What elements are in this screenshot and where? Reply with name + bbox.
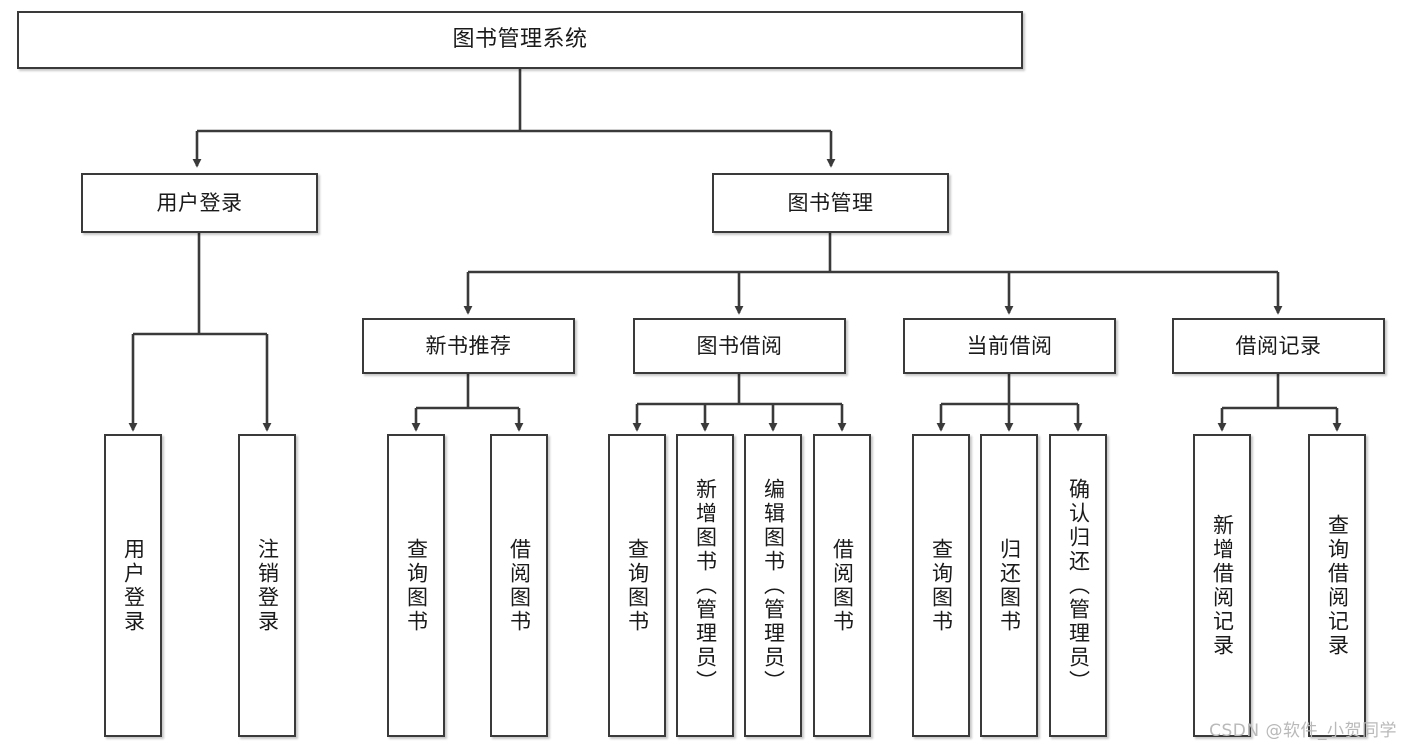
node-borrow-record-label: 借阅记录	[1235, 333, 1322, 358]
node-leaf-logout-label: 注销登录	[255, 537, 280, 634]
node-book-manage[interactable]: 图书管理	[712, 173, 949, 233]
node-leaf-add-record-label: 新增借阅记录	[1210, 513, 1235, 658]
node-book-borrow-label: 图书借阅	[696, 333, 783, 358]
node-leaf-user-login-label: 用户登录	[121, 537, 146, 634]
node-book-borrow[interactable]: 图书借阅	[633, 318, 846, 374]
node-leaf-confirm-return-label: 确认归还（管理员）	[1066, 477, 1091, 694]
node-user-login[interactable]: 用户登录	[81, 173, 318, 233]
node-new-book-recommend-label: 新书推荐	[425, 333, 512, 358]
node-current-borrow[interactable]: 当前借阅	[903, 318, 1116, 374]
node-leaf-query-book-2-label: 查询图书	[625, 537, 650, 634]
node-leaf-user-login[interactable]: 用户登录	[104, 434, 162, 737]
node-leaf-query-book-2[interactable]: 查询图书	[608, 434, 666, 737]
node-leaf-query-book-3-label: 查询图书	[929, 537, 954, 634]
node-book-manage-label: 图书管理	[787, 190, 874, 215]
node-leaf-confirm-return[interactable]: 确认归还（管理员）	[1049, 434, 1107, 737]
node-leaf-query-book-1-label: 查询图书	[404, 537, 429, 634]
node-leaf-return-book[interactable]: 归还图书	[980, 434, 1038, 737]
node-leaf-query-book-3[interactable]: 查询图书	[912, 434, 970, 737]
node-leaf-query-record-label: 查询借阅记录	[1325, 513, 1350, 658]
node-leaf-borrow-book-1[interactable]: 借阅图书	[490, 434, 548, 737]
node-user-login-label: 用户登录	[156, 190, 243, 215]
node-current-borrow-label: 当前借阅	[966, 333, 1053, 358]
node-leaf-borrow-book-2-label: 借阅图书	[830, 537, 855, 634]
node-leaf-add-book[interactable]: 新增图书（管理员）	[676, 434, 734, 737]
node-new-book-recommend[interactable]: 新书推荐	[362, 318, 575, 374]
node-root-label: 图书管理系统	[452, 27, 588, 53]
node-leaf-edit-book[interactable]: 编辑图书（管理员）	[744, 434, 802, 737]
node-root[interactable]: 图书管理系统	[17, 11, 1023, 69]
node-leaf-add-book-label: 新增图书（管理员）	[693, 477, 718, 694]
node-leaf-add-record[interactable]: 新增借阅记录	[1193, 434, 1251, 737]
node-leaf-query-record[interactable]: 查询借阅记录	[1308, 434, 1366, 737]
node-leaf-logout[interactable]: 注销登录	[238, 434, 296, 737]
node-leaf-query-book-1[interactable]: 查询图书	[387, 434, 445, 737]
node-leaf-return-book-label: 归还图书	[997, 537, 1022, 634]
node-borrow-record[interactable]: 借阅记录	[1172, 318, 1385, 374]
node-leaf-borrow-book-1-label: 借阅图书	[507, 537, 532, 634]
node-leaf-edit-book-label: 编辑图书（管理员）	[761, 477, 786, 694]
node-leaf-borrow-book-2[interactable]: 借阅图书	[813, 434, 871, 737]
watermark-text: CSDN @软件_小贺同学	[1209, 721, 1397, 741]
